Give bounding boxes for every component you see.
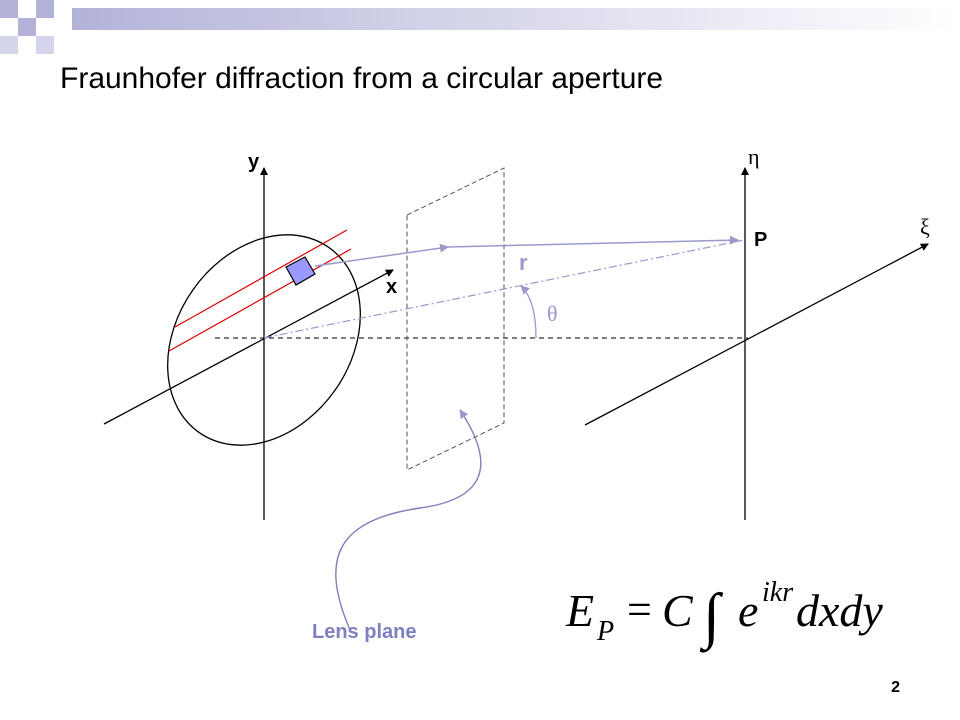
equation-integral: ∫	[699, 582, 724, 653]
equation-lhs: E	[565, 585, 594, 636]
corner-square	[36, 0, 54, 18]
x-axis	[103, 269, 394, 425]
equation-base: e	[738, 585, 758, 636]
ray-r-label: r	[519, 250, 528, 275]
lens-plane	[406, 167, 505, 471]
corner-square	[0, 0, 18, 18]
strip-line-upper	[174, 229, 348, 328]
point-p-label: P	[754, 229, 767, 251]
lens-plane-callout	[335, 409, 482, 631]
lens-plane-label: Lens plane	[312, 621, 416, 643]
slide-title: Fraunhofer diffraction from a circular a…	[60, 62, 664, 95]
xi-axis-label: ξ	[920, 214, 930, 239]
xi-axis	[584, 243, 929, 426]
equation-differential: dxdy	[796, 585, 883, 636]
aperture-element	[285, 256, 316, 286]
equation-exponent: ikr	[762, 577, 793, 608]
corner-square	[18, 18, 36, 36]
corner-square	[0, 36, 18, 54]
y-axis-label: y	[248, 151, 260, 173]
theta-arc	[520, 285, 537, 339]
x-axis-label: x	[386, 276, 397, 298]
strip-line-lower	[168, 248, 352, 352]
page-number: 2	[891, 679, 900, 696]
ray-to-point-p	[447, 235, 739, 248]
header-gradient-bar	[72, 8, 960, 30]
theta-label: θ	[547, 301, 558, 326]
corner-square	[36, 36, 54, 54]
ray-to-lens	[314, 243, 449, 267]
eta-axis-label: η	[748, 144, 760, 169]
equation-equals: =	[627, 585, 652, 634]
chief-ray	[263, 239, 745, 339]
corner-decoration	[0, 0, 960, 54]
equation-lhs-subscript: P	[596, 616, 614, 647]
diffraction-equation: E P = C ∫ e ikr dxdy	[565, 577, 883, 653]
circular-aperture	[167, 234, 361, 446]
equation-constant: C	[662, 585, 694, 636]
